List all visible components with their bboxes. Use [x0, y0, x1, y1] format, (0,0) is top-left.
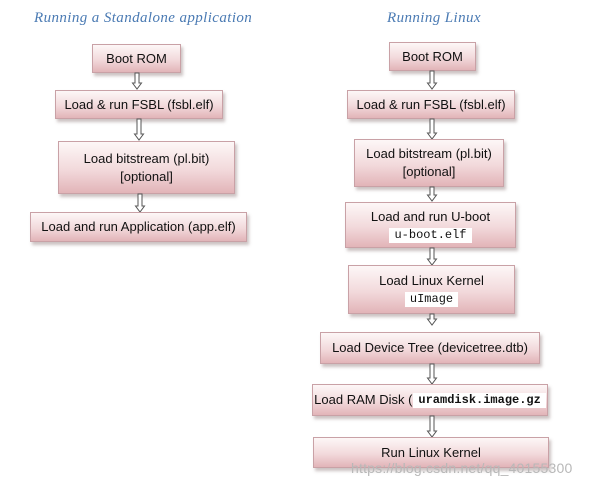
left-arrow-2 — [133, 118, 145, 141]
right-kernel-box: Load Linux Kernel uImage — [348, 265, 515, 314]
left-fsbl-label: Load & run FSBL (fsbl.elf) — [64, 96, 214, 112]
watermark-url: https://blog.csdn.net/qq_40155300 — [351, 460, 573, 476]
right-uboot-file: u-boot.elf — [389, 227, 472, 243]
left-fsbl-box: Load & run FSBL (fsbl.elf) — [55, 90, 223, 119]
left-arrow-3 — [134, 193, 146, 213]
right-kernel-label: Load Linux Kernel — [379, 273, 484, 288]
right-arrow-4 — [426, 247, 438, 266]
right-run-kernel-box: Run Linux Kernel — [313, 437, 549, 468]
right-boot-rom-box: Boot ROM — [389, 42, 476, 71]
right-arrow-3 — [426, 186, 438, 202]
right-ramdisk-box: Load RAM Disk ( uramdisk.image.gz — [312, 384, 548, 416]
right-fsbl-box: Load & run FSBL (fsbl.elf) — [347, 90, 515, 119]
left-bitstream-label: Load bitstream (pl.bit) — [83, 150, 210, 166]
right-arrow-5 — [426, 313, 438, 326]
left-application-box: Load and run Application (app.elf) — [30, 212, 247, 242]
left-boot-rom-box: Boot ROM — [92, 44, 181, 73]
right-devicetree-label: Load Device Tree (devicetree.dtb) — [332, 340, 528, 355]
left-boot-rom-label: Boot ROM — [106, 50, 167, 66]
right-uboot-label: Load and run U-boot — [370, 208, 491, 224]
right-arrow-2 — [426, 118, 438, 140]
right-arrow-7 — [426, 415, 438, 438]
right-bitstream-label: Load bitstream (pl.bit) — [366, 146, 492, 161]
right-ramdisk-row: Load RAM Disk ( uramdisk.image.gz — [314, 391, 546, 409]
right-boot-rom-label: Boot ROM — [402, 48, 463, 64]
right-devicetree-box: Load Device Tree (devicetree.dtb) — [320, 332, 540, 364]
right-ramdisk-label: Load RAM Disk ( — [314, 392, 413, 407]
left-arrow-1 — [131, 72, 143, 90]
left-bitstream-box: Load bitstream (pl.bit) [optional] — [58, 141, 235, 194]
right-fsbl-label: Load & run FSBL (fsbl.elf) — [356, 96, 506, 112]
left-application-label: Load and run Application (app.elf) — [41, 219, 236, 234]
right-run-kernel-label: Run Linux Kernel — [381, 444, 481, 460]
right-kernel-file: uImage — [404, 292, 459, 307]
right-column-title: Running Linux — [387, 10, 481, 26]
right-bitstream-box: Load bitstream (pl.bit) [optional] — [354, 139, 504, 187]
right-arrow-6 — [426, 363, 438, 385]
left-bitstream-optional: [optional] — [120, 168, 173, 184]
left-column-title: Running a Standalone application — [34, 10, 253, 26]
right-ramdisk-file: uramdisk.image.gz — [413, 392, 546, 408]
right-arrow-1 — [426, 70, 438, 90]
right-uboot-box: Load and run U-boot u-boot.elf — [345, 202, 516, 248]
right-bitstream-optional: [optional] — [402, 164, 456, 179]
